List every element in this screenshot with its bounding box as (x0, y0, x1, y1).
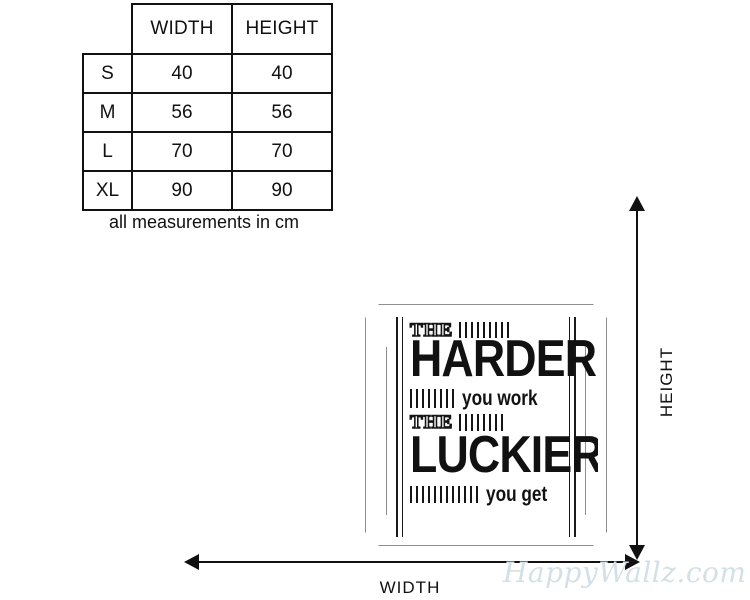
table-header-row: WIDTH HEIGHT (83, 3, 333, 55)
poster-word-the-bottom: THE (409, 412, 454, 434)
table-caption: all measurements in cm (108, 212, 300, 232)
poster-word-you-work: you work (462, 387, 538, 411)
row-height-value: 56 (231, 92, 333, 133)
height-label: HEIGHT (657, 346, 676, 418)
row-size-label: XL (82, 170, 133, 211)
row-height-value: 90 (231, 170, 333, 211)
poster-preview: THE HARDER you work THE (365, 304, 607, 546)
table-row: S 40 40 (82, 53, 333, 94)
row-size-label: S (82, 53, 133, 94)
width-label: WIDTH (379, 578, 441, 597)
height-dimension-line (636, 200, 638, 558)
poster-frame (365, 304, 607, 546)
tick-marks-lower (459, 414, 504, 432)
arrow-right-icon (625, 554, 640, 570)
arrow-up-icon (629, 196, 645, 211)
row-height-value: 40 (231, 53, 333, 94)
poster-line-you-get: you get (410, 483, 562, 506)
poster-word-you-get: you get (486, 483, 548, 506)
size-table: WIDTH HEIGHT S 40 40 M 56 56 L 70 70 XL … (82, 3, 333, 211)
row-width-value: 90 (131, 170, 233, 211)
poster-word-harder: HARDER (410, 330, 597, 388)
poster-line-the-2: THE (409, 412, 562, 434)
decor-rule-right-thin (569, 317, 570, 537)
poster-word-the-top: THE (409, 319, 454, 341)
poster-line-the-1: THE (409, 319, 562, 341)
decor-rule-left-thick (396, 317, 398, 537)
table-row: XL 90 90 (82, 170, 333, 211)
decor-rule-left-outer (386, 347, 387, 515)
poster-inner: THE HARDER you work THE (374, 313, 598, 537)
table-header-height: HEIGHT (231, 3, 333, 55)
tick-marks-top (459, 322, 510, 338)
table-row: L 70 70 (82, 131, 333, 172)
arrow-left-icon (184, 554, 199, 570)
row-size-label: L (82, 131, 133, 172)
poster-line-you-work: you work (410, 388, 562, 410)
table-header-blank (83, 4, 132, 54)
tick-marks-middle (410, 389, 454, 409)
table-row: M 56 56 (82, 92, 333, 133)
decor-rule-right-thick (574, 317, 576, 537)
row-width-value: 40 (131, 53, 233, 94)
decor-rule-right-outer (585, 347, 586, 515)
poster-text-block: THE HARDER you work THE (409, 319, 598, 531)
row-width-value: 56 (131, 92, 233, 133)
width-dimension-line (190, 561, 638, 563)
row-width-value: 70 (131, 131, 233, 172)
row-size-label: M (82, 92, 133, 133)
row-height-value: 70 (231, 131, 333, 172)
table-header-width: WIDTH (131, 3, 233, 55)
tick-marks-bottom (410, 486, 478, 503)
poster-word-luckier: LUCKIER (410, 425, 598, 484)
decor-rule-left-thin (402, 317, 403, 537)
